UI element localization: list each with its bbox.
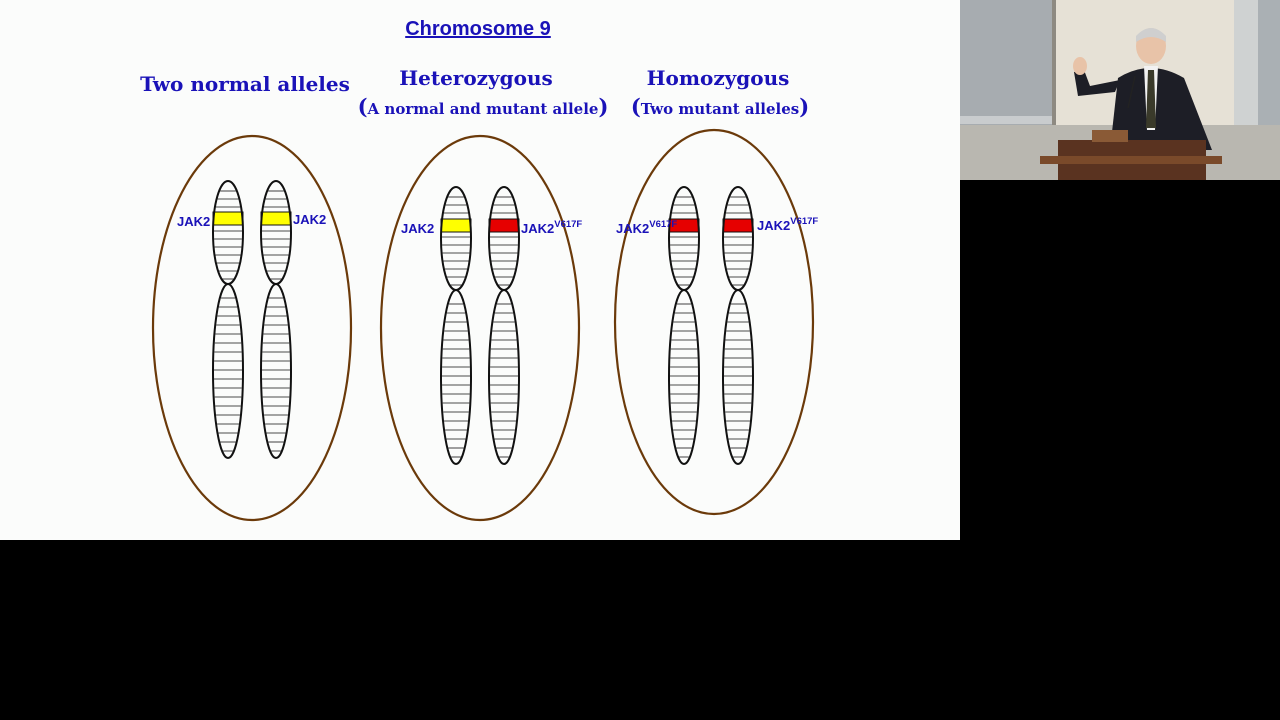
- panel-2-heading: Heterozygous: [399, 66, 553, 90]
- speaker-video: [960, 0, 1280, 180]
- panel-2-right-allele-label: JAK2V617F: [521, 219, 582, 236]
- chromosome: [260, 180, 292, 459]
- jak2-gene-band: [440, 218, 472, 233]
- chromosome-q-arm: [260, 283, 292, 459]
- panel-1-left-allele-label: JAK2: [177, 214, 210, 229]
- chromosome-p-arm: [668, 186, 700, 291]
- panel-3-right-allele-label: JAK2V617F: [757, 216, 818, 233]
- panel-3-subheading: (Two mutant alleles): [631, 94, 809, 119]
- jak2-gene-band: [722, 218, 754, 233]
- panel-2-subheading: (A normal and mutant allele): [358, 94, 609, 119]
- panel-2-left-allele-label: JAK2: [401, 221, 434, 236]
- chromosome-q-arm: [440, 289, 472, 465]
- chromosome-diagram: Two normal alleles Heterozygous (A norma…: [140, 66, 818, 522]
- chromosome-p-arm: [722, 186, 754, 291]
- presentation-slide: Chromosome 9 Two normal alleles Heterozy…: [0, 0, 960, 540]
- cell-ellipse-heterozygous: [379, 134, 581, 522]
- slide-title: Chromosome 9: [405, 18, 551, 40]
- panel-1-right-allele-label: JAK2: [293, 212, 326, 227]
- chromosome-q-arm: [488, 289, 520, 465]
- speaker-video-frame: [960, 0, 1280, 180]
- chromosome-p-arm: [488, 186, 520, 291]
- chromosome-p-arm: [260, 180, 292, 285]
- chromosome: [488, 186, 520, 465]
- chromosome: [668, 186, 700, 465]
- chromosome-q-arm: [722, 289, 754, 465]
- chromosome-p-arm: [440, 186, 472, 291]
- chromosome-p-arm: [212, 180, 244, 285]
- cell-ellipse-homozygous: [613, 128, 815, 516]
- chromosome-q-arm: [668, 289, 700, 465]
- chromosome-q-arm: [212, 283, 244, 459]
- cell-ellipse-normal: [151, 134, 353, 522]
- jak2-gene-band: [212, 211, 244, 226]
- panel-1-heading: Two normal alleles: [140, 72, 350, 96]
- chromosome: [440, 186, 472, 465]
- jak2-gene-band: [260, 211, 292, 226]
- panel-3-heading: Homozygous: [647, 66, 790, 90]
- chromosome: [722, 186, 754, 465]
- chromosome: [212, 180, 244, 459]
- panel-3-left-allele-label: JAK2V617F: [616, 219, 677, 236]
- chromosome-group: [212, 180, 754, 465]
- jak2-gene-band: [488, 218, 520, 233]
